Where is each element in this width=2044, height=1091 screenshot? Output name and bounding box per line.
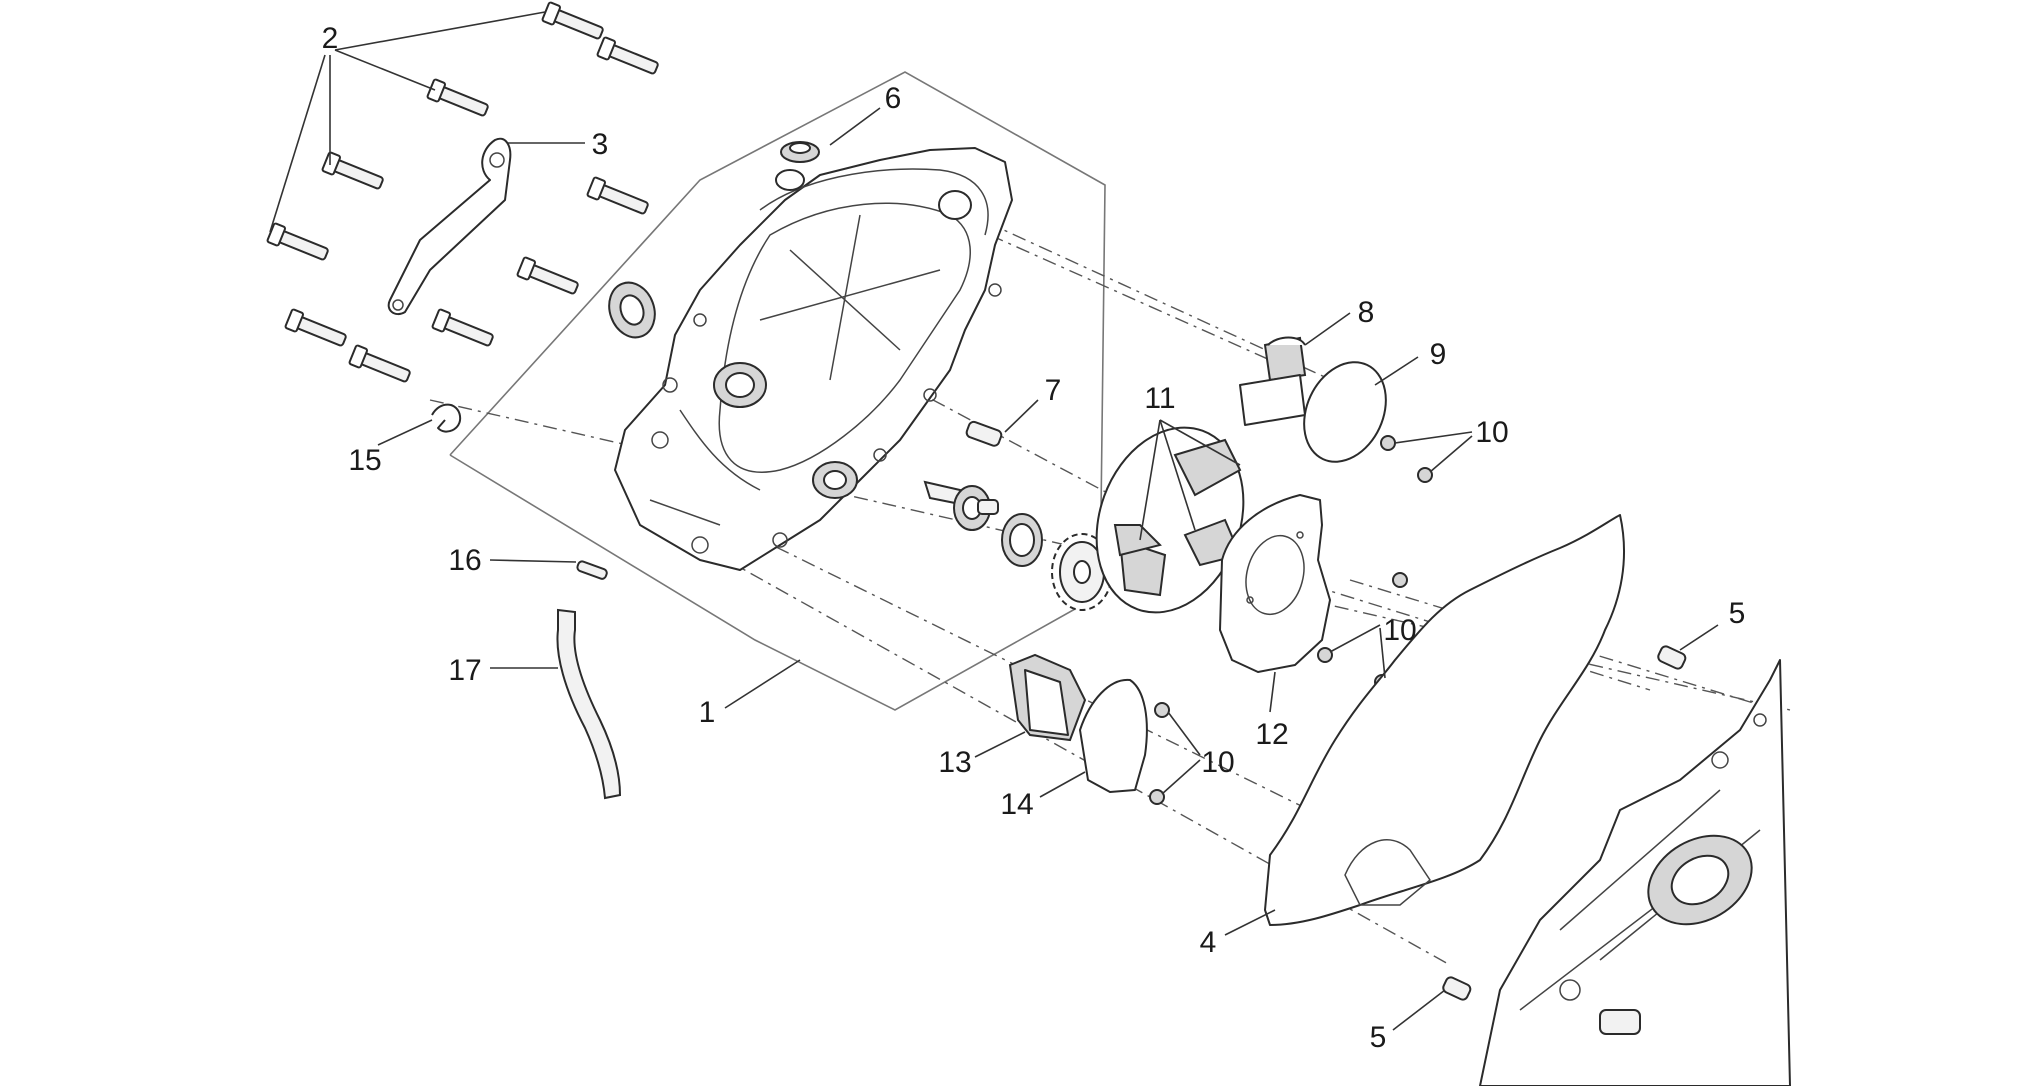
label-part-8: 8: [1358, 296, 1375, 329]
rotor-part: [1095, 426, 1245, 614]
label-part-10-upper: 10: [1475, 416, 1508, 449]
seal-top-part: [780, 141, 820, 163]
dowel-part-lower: [1442, 976, 1472, 1001]
label-part-11: 11: [1144, 382, 1175, 415]
label-part-7: 7: [1045, 374, 1062, 407]
crankcase-part: [1479, 659, 1791, 1087]
bracket-part: [387, 137, 512, 316]
leader-lines: [269, 11, 1719, 1031]
part-labels: 1 2 3 4 5 5 6 7 8 9 10 10 10 11 12 13 14…: [322, 22, 1746, 1054]
cover-plate-part: [1079, 678, 1148, 793]
label-part-10-lower: 10: [1201, 746, 1234, 779]
assembly-frame: [449, 71, 1106, 711]
label-part-12: 12: [1255, 718, 1288, 751]
label-part-4: 4: [1200, 926, 1217, 959]
pin-part: [576, 560, 608, 580]
label-part-5-upper: 5: [1729, 597, 1746, 630]
label-part-1: 1: [699, 696, 716, 729]
label-part-15: 15: [348, 444, 381, 477]
label-part-17: 17: [448, 654, 481, 687]
label-part-5-lower: 5: [1370, 1021, 1387, 1054]
label-part-3: 3: [592, 128, 609, 161]
shim-part: [1239, 336, 1307, 426]
label-part-2: 2: [322, 22, 339, 55]
hose-part: [556, 608, 622, 800]
gasket-part: [1264, 514, 1626, 926]
filter-part: [1008, 653, 1087, 742]
dowel-part-upper: [1657, 645, 1687, 670]
label-part-9: 9: [1430, 338, 1447, 371]
plate-part: [1219, 494, 1331, 673]
disc-part: [1303, 361, 1387, 463]
pump-shaft-part: [923, 480, 999, 531]
dowel-pin-part: [965, 420, 1003, 447]
engine-cover-part: [614, 147, 1013, 571]
label-part-10-middle: 10: [1383, 614, 1416, 647]
side-seal-part: [608, 281, 656, 339]
label-part-6: 6: [885, 82, 902, 115]
bolts-group: [266, 1, 659, 383]
label-part-16: 16: [448, 544, 481, 577]
label-part-13: 13: [938, 746, 971, 779]
label-part-14: 14: [1000, 788, 1033, 821]
bearing-part: [1001, 513, 1043, 567]
clip-part: [431, 403, 462, 433]
